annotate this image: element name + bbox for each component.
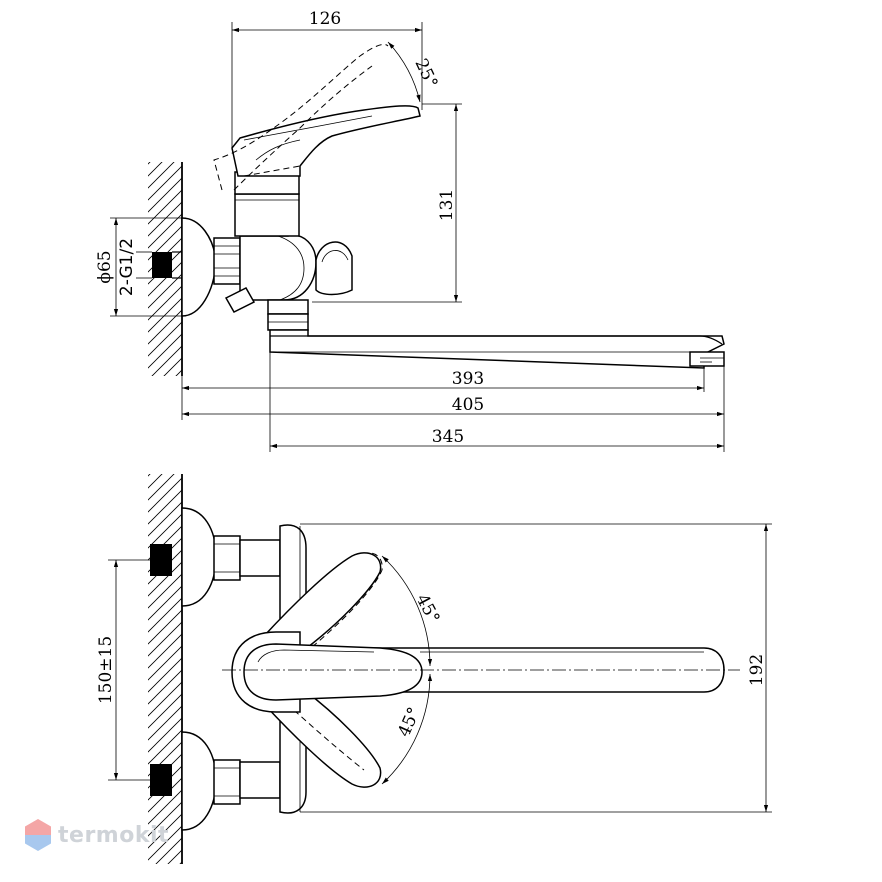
connector-upper xyxy=(150,507,281,607)
dim-345-label: 345 xyxy=(432,427,464,447)
dim-405-label: 405 xyxy=(452,395,484,415)
dim-131-label: 131 xyxy=(437,189,457,221)
spout-side xyxy=(269,329,725,369)
plan-view: 150±15 192 45° 45° xyxy=(96,474,772,864)
dim-phi65-label: ϕ65 xyxy=(95,250,115,283)
swivel-joint xyxy=(267,299,309,331)
brand-name: termokit xyxy=(58,822,170,848)
dim-45-upper-label: 45° xyxy=(412,591,444,627)
eccentric-connector xyxy=(152,251,182,279)
dim-depth: 192 xyxy=(300,523,772,813)
lever-handle-plan xyxy=(231,631,423,713)
lever-alt-positions xyxy=(262,552,383,788)
dim-192-label: 192 xyxy=(747,654,767,686)
connector-lower xyxy=(150,731,281,831)
connection-nut xyxy=(213,237,241,285)
dim-flange: ϕ65 2-G1/2 xyxy=(95,217,186,317)
hexagon-logo-icon xyxy=(25,819,51,851)
side-view: 126 25° 131 ϕ65 2-G1/2 xyxy=(95,9,725,452)
dim-thread-label: 2-G1/2 xyxy=(117,238,137,296)
dim-45-lower-label: 45° xyxy=(394,704,425,740)
dim-handle-angle: 25° xyxy=(387,41,441,103)
dim-150-label: 150±15 xyxy=(96,636,116,704)
flange-side xyxy=(181,217,217,317)
wall-plan xyxy=(148,474,183,864)
cartridge-housing xyxy=(234,171,300,237)
dim-126-label: 126 xyxy=(309,9,341,29)
dim-centers: 150±15 xyxy=(96,559,152,781)
dim-height: 131 xyxy=(312,103,462,303)
dim-393-label: 393 xyxy=(452,369,484,389)
dim-handle-width: 126 xyxy=(231,9,423,150)
brand-logo: termokit xyxy=(24,818,169,852)
dim-lengths: 393 405 345 xyxy=(181,352,725,452)
lever-handle-side xyxy=(213,43,421,191)
